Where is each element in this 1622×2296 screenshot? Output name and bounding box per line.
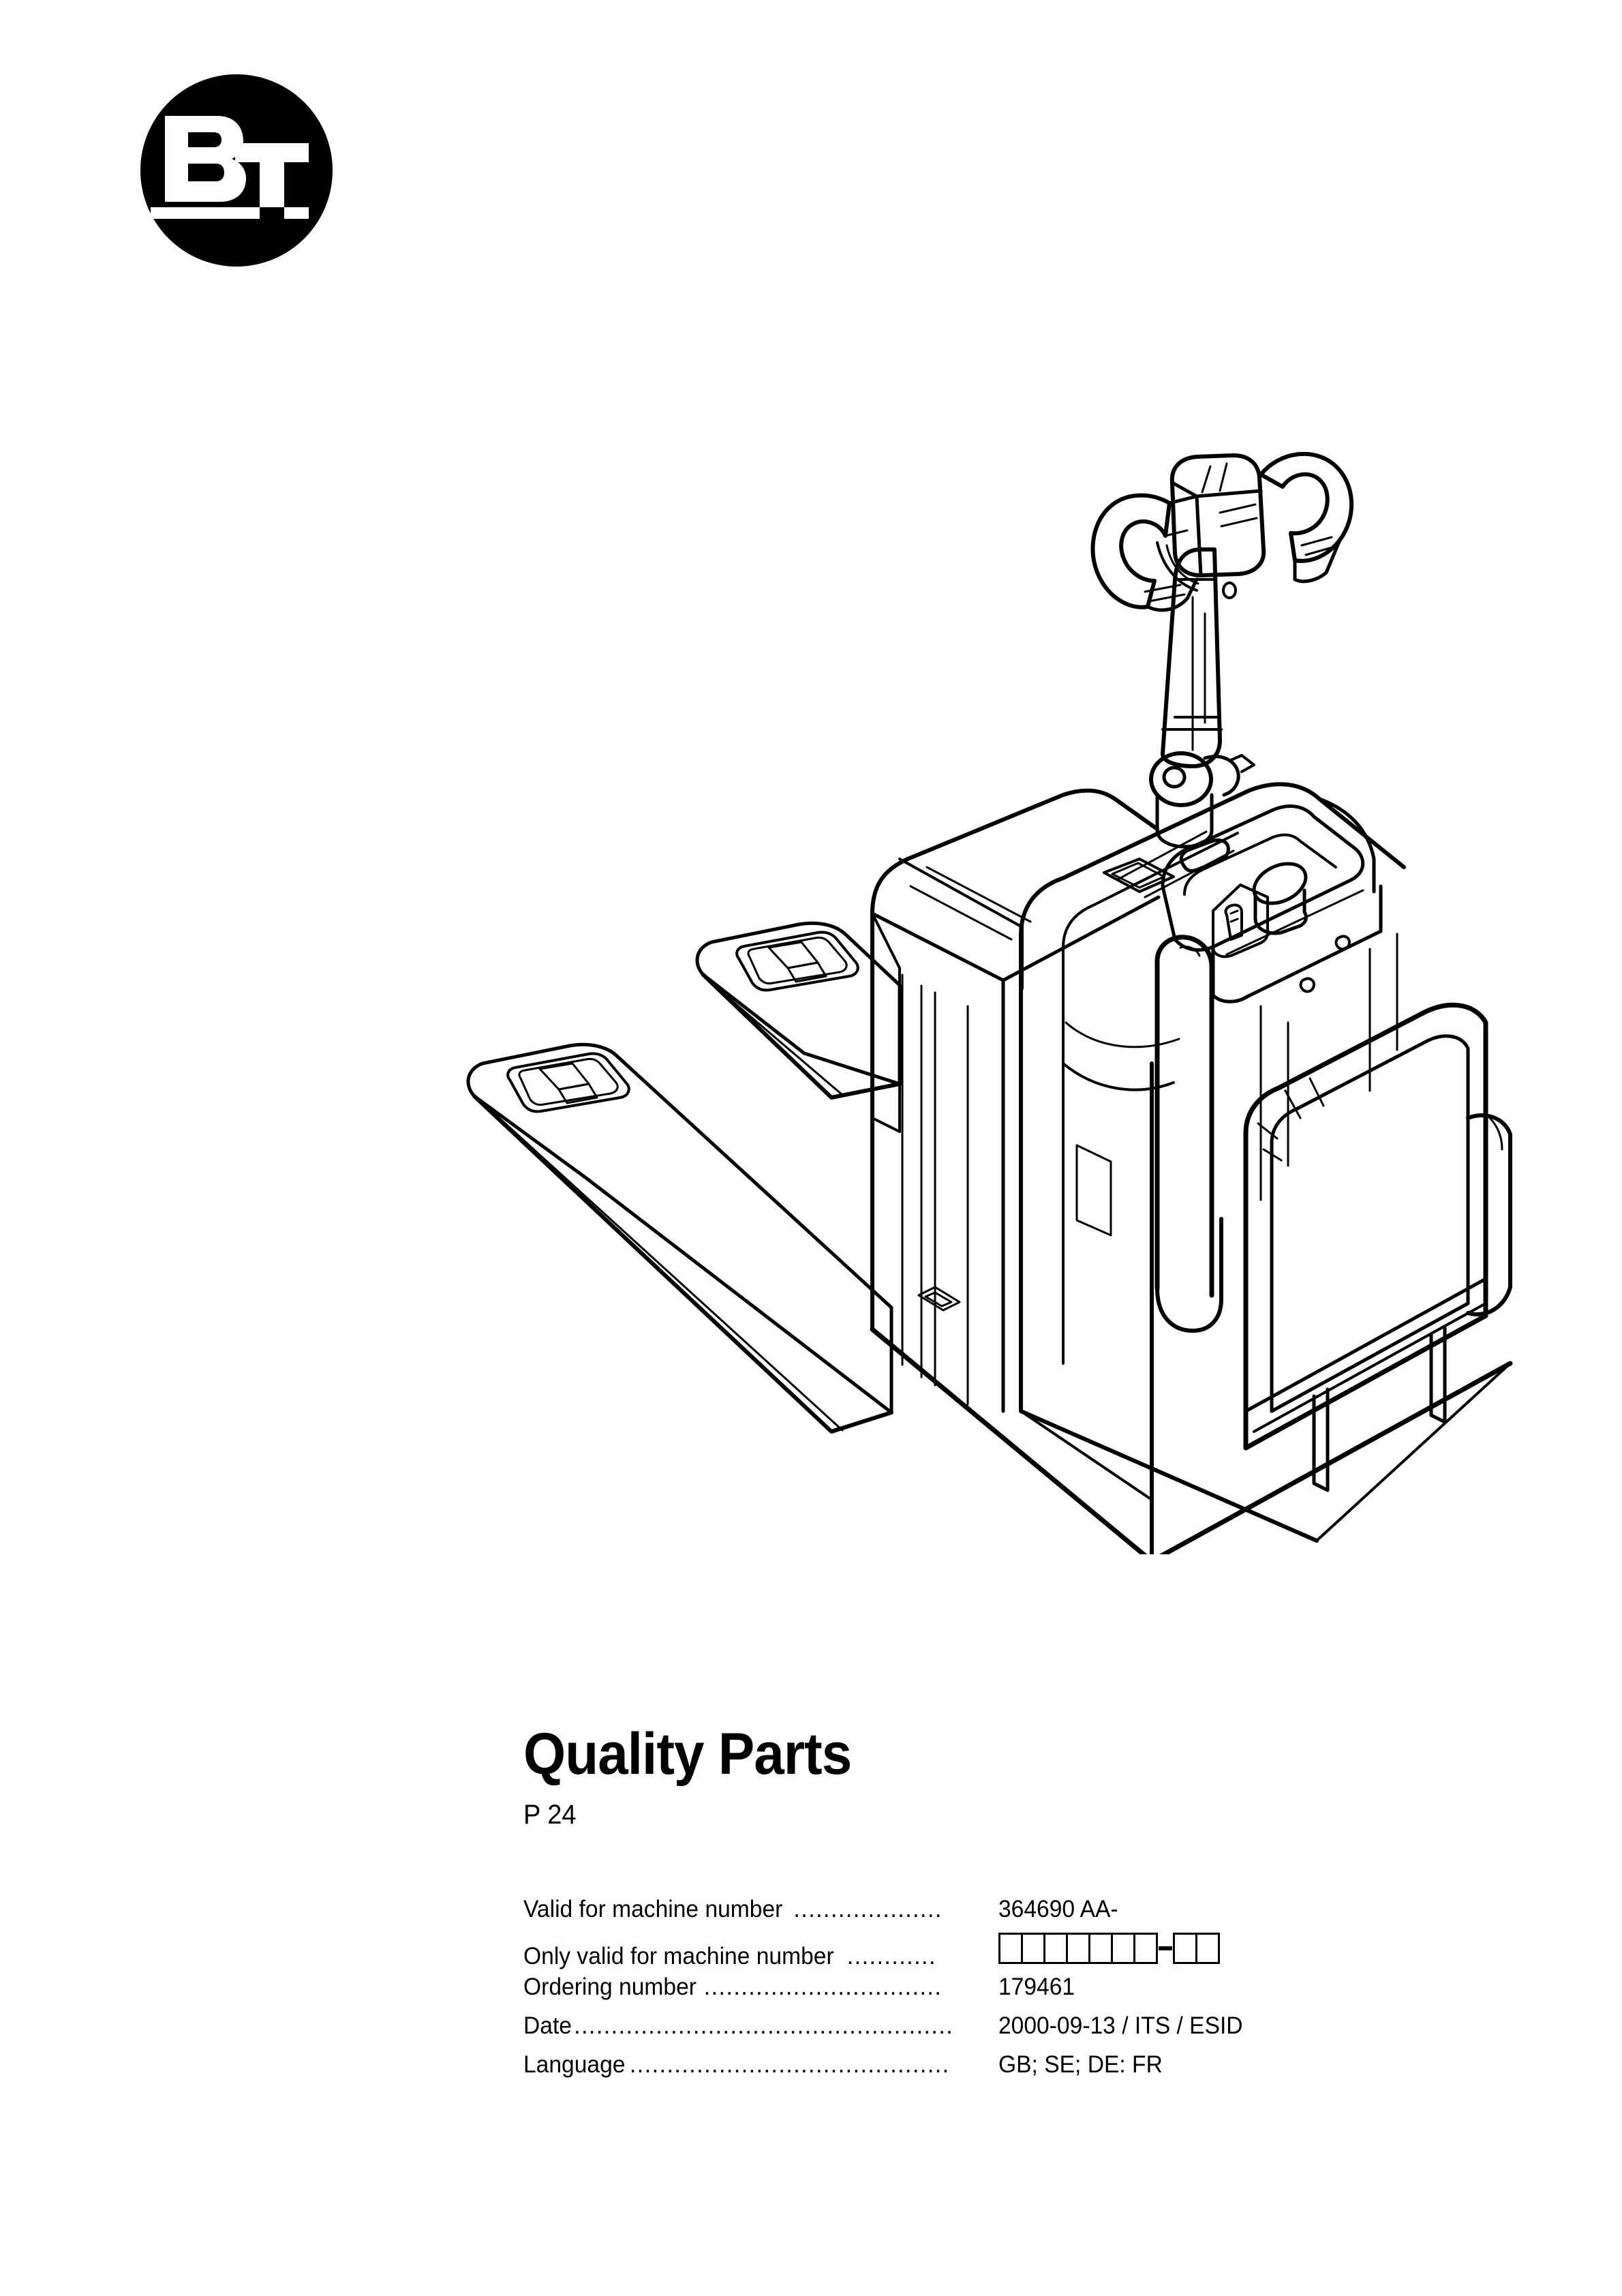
- key-switch: [1212, 883, 1269, 958]
- control-panel-group: [1179, 838, 1308, 958]
- machine-number-separator-dash: [1159, 1946, 1172, 1950]
- spec-label-wrap: Language ...............................…: [523, 2045, 998, 2084]
- tiller-grip-left: [1090, 493, 1199, 612]
- logo-t-stem-overlap: [260, 207, 284, 220]
- pallet-truck-drawing: [466, 451, 1513, 1554]
- spec-row-only-valid-for-machine-number: Only valid for machine number ..........…: [523, 1929, 1491, 1969]
- spec-row-language: Language ...............................…: [523, 2045, 1491, 2084]
- spec-row-date: Date ...................................…: [523, 2006, 1491, 2045]
- machine-number-box-field[interactable]: [998, 1929, 1220, 1967]
- spec-label: Date: [523, 2012, 572, 2039]
- spec-label-wrap: Valid for machine number ...............…: [523, 1890, 998, 1929]
- fork-rear: [695, 921, 902, 1100]
- logo-underline-bar-2: [151, 207, 309, 219]
- spec-label: Valid for machine number: [523, 1896, 783, 1922]
- spec-value-ordering-number: 179461: [998, 1974, 1075, 2000]
- bt-logo: [140, 74, 333, 267]
- chassis-group: [870, 782, 1406, 1554]
- machine-number-box[interactable]: [1195, 1932, 1220, 1964]
- fork-front: [466, 1042, 893, 1434]
- emergency-stop-button: [1252, 862, 1308, 935]
- spec-label-wrap: Ordering number ........................…: [523, 1967, 998, 2006]
- spec-label-wrap: Date ...................................…: [523, 2006, 998, 2045]
- tiller-group: [1090, 451, 1353, 849]
- title-block: Quality Parts P 24: [523, 1725, 1478, 1828]
- backrest-guard: [1243, 1002, 1488, 1492]
- spec-value-language: GB; SE; DE: FR: [998, 2051, 1163, 2078]
- machine-number-box[interactable]: [1133, 1932, 1158, 1964]
- spec-row-valid-for-machine-number: Valid for machine number ...............…: [523, 1890, 1491, 1929]
- spec-row-ordering-number: Ordering number ........................…: [523, 1967, 1491, 2006]
- logo-letter-b-shape: [165, 116, 246, 202]
- indicator-lamp: [1179, 838, 1230, 873]
- machine-number-box[interactable]: [1111, 1932, 1135, 1964]
- machine-number-box[interactable]: [998, 1932, 1023, 1964]
- machine-number-box[interactable]: [1173, 1932, 1197, 1964]
- machine-illustration: [450, 409, 1581, 1554]
- spec-label: Language: [523, 2051, 626, 2078]
- machine-number-suffix-group[interactable]: [1173, 1932, 1220, 1964]
- spec-leader-dots: ....................: [793, 1896, 943, 1922]
- tiller-grip-right: [1259, 451, 1353, 584]
- machine-number-box[interactable]: [1043, 1932, 1068, 1964]
- bt-logo-svg: [140, 74, 333, 267]
- spec-value-date: 2000-09-13 / ITS / ESID: [998, 2012, 1243, 2039]
- spec-leader-dots: ............: [846, 1942, 936, 1969]
- tiller-pivot: [1149, 751, 1255, 849]
- spec-leader-dots: ................................: [703, 1974, 943, 2000]
- spec-label: Ordering number: [523, 1974, 697, 2000]
- page-title: Quality Parts: [523, 1721, 852, 1787]
- machine-number-box[interactable]: [1088, 1932, 1113, 1964]
- forks-group: [466, 921, 902, 1434]
- machine-number-box[interactable]: [1021, 1932, 1045, 1964]
- cowl-fastener-marks: [1299, 935, 1351, 993]
- spec-label: Only valid for machine number: [523, 1942, 834, 1969]
- specification-table: Valid for machine number ...............…: [523, 1890, 1491, 2084]
- spec-label-wrap: Only valid for machine number ..........…: [523, 1937, 998, 1976]
- protective-bar: [1154, 935, 1223, 1333]
- cowl-shading: [1259, 933, 1398, 1201]
- chassis-base: [870, 1327, 1513, 1554]
- logo-letter-t-shape: [235, 143, 309, 220]
- drive-unit-shroud: [1466, 1113, 1512, 1316]
- machine-number-box[interactable]: [1066, 1932, 1090, 1964]
- model-designation: P 24: [523, 1800, 577, 1830]
- spec-leader-dots: ........................................…: [629, 2051, 950, 2078]
- spec-leader-dots: ........................................…: [573, 2012, 954, 2039]
- spec-value-machine-number: 364690 AA-: [998, 1896, 1118, 1922]
